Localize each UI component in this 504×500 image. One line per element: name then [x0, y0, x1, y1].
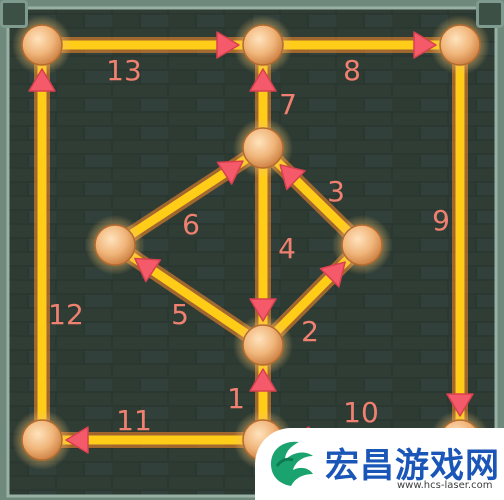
arrow-icon-step-11 — [65, 426, 89, 454]
node-bottom-left[interactable] — [21, 419, 63, 461]
arrow-icon-step-8 — [413, 31, 437, 59]
step-label-9: 9 — [432, 204, 450, 237]
arrow-icon-step-12 — [28, 68, 56, 92]
step-label-7: 7 — [279, 88, 297, 121]
watermark-url: www.hcs-laser.com — [397, 480, 493, 491]
step-label-12: 12 — [48, 298, 84, 331]
arrow-icon-step-3 — [279, 164, 306, 191]
arrow-icon-step-13 — [216, 31, 240, 59]
node-center-bottom[interactable] — [242, 324, 284, 366]
node-center-top[interactable] — [242, 127, 284, 169]
node-top-left[interactable] — [21, 24, 63, 66]
node-right[interactable] — [341, 224, 383, 266]
arrow-icon-step-2 — [319, 261, 346, 288]
phoenix-logo-icon — [271, 441, 313, 486]
watermark-title: 宏昌游戏网 — [325, 446, 500, 486]
node-left[interactable] — [94, 224, 136, 266]
step-label-2: 2 — [301, 315, 319, 348]
step-label-4: 4 — [278, 232, 296, 265]
step-label-1: 1 — [227, 382, 245, 415]
arrow-icon-step-9 — [446, 393, 474, 417]
step-label-11: 11 — [116, 404, 152, 437]
site-watermark: 宏昌游戏网 www.hcs-laser.com — [255, 428, 504, 500]
frame-corner-top-right — [476, 0, 504, 28]
node-top-right[interactable] — [439, 24, 481, 66]
step-label-10: 10 — [343, 396, 379, 429]
frame-corner-top-left — [0, 0, 28, 28]
arrow-icon-step-5 — [134, 257, 162, 283]
arrow-icon-step-7 — [249, 68, 277, 92]
step-label-6: 6 — [182, 208, 200, 241]
arrow-icon-step-6 — [216, 160, 244, 185]
node-top-middle[interactable] — [242, 24, 284, 66]
step-label-3: 3 — [327, 175, 345, 208]
direction-arrows — [28, 31, 474, 454]
step-label-13: 13 — [106, 54, 142, 87]
arrow-icon-step-1 — [249, 368, 277, 392]
step-label-5: 5 — [171, 298, 189, 331]
arrow-icon-step-4 — [249, 298, 277, 322]
step-label-8: 8 — [343, 54, 361, 87]
